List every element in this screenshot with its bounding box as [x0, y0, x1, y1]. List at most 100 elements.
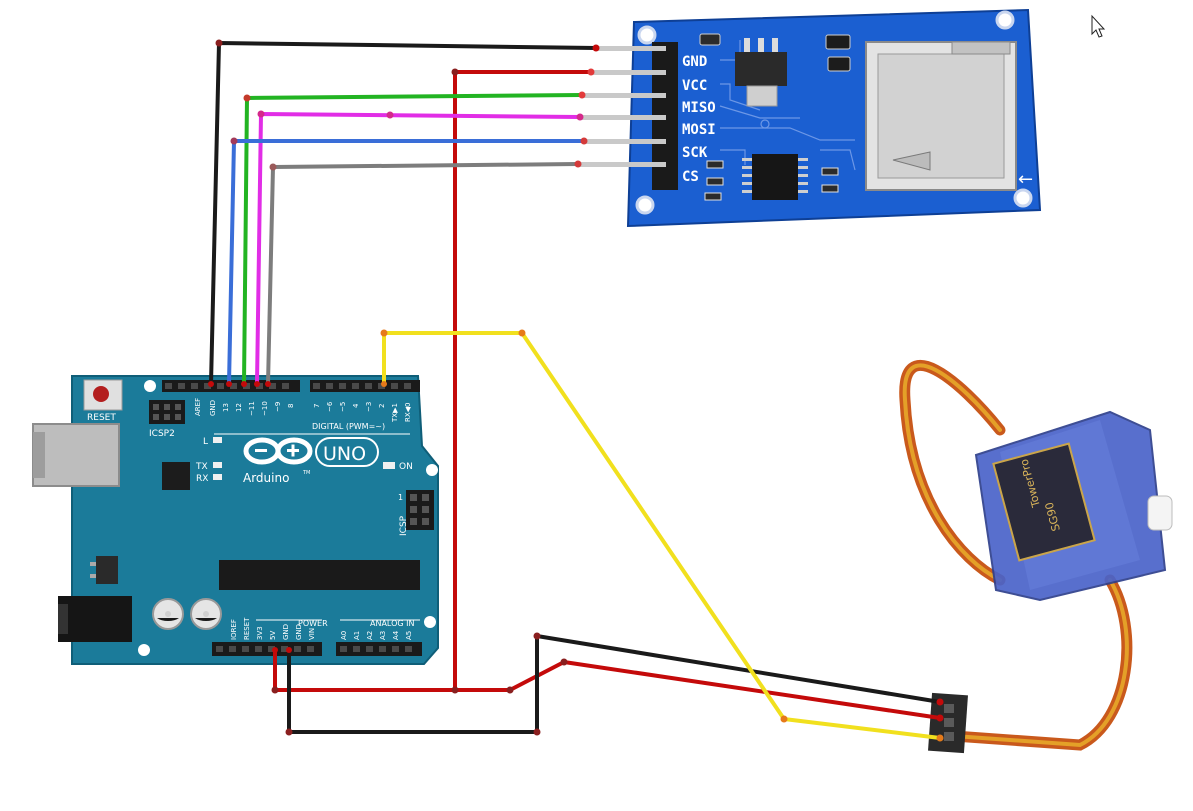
power-label: POWER	[298, 619, 328, 628]
power-header	[212, 642, 322, 656]
wire-cs	[266, 162, 580, 386]
sd-mount-hole	[637, 25, 657, 45]
servo-motor: TowerPro SG90	[899, 360, 1173, 754]
sd-pin-label-vcc: VCC	[682, 78, 707, 94]
sd-resistor	[706, 177, 724, 186]
analog-label: ANALOG IN	[370, 619, 415, 628]
pin-label-a5: A5	[405, 631, 413, 640]
led-l	[213, 437, 222, 443]
arduino-tm: TM	[302, 470, 310, 476]
pin-label-a2: A2	[366, 631, 374, 640]
digital-header-right	[310, 380, 420, 392]
wires	[208, 39, 944, 742]
pin-label-5: ~5	[339, 402, 347, 412]
sd-resistor	[704, 192, 722, 201]
reset-button	[83, 379, 123, 411]
pin-label-12: 12	[235, 403, 243, 412]
led-l-label: L	[203, 437, 208, 447]
wire-miso	[242, 93, 584, 386]
analog-pin-labels: A0 A1 A2 A3 A4 A5	[340, 630, 413, 640]
led-on	[383, 462, 395, 469]
uno-badge	[315, 437, 379, 467]
pin-label-gnd-1: GND	[282, 624, 290, 640]
arduino-mount-hole	[426, 464, 438, 476]
digital-pin-labels: AREF GND 13 12 ~11 ~10 ~9 8 7 ~6 ~5 4 ~3…	[194, 398, 412, 423]
icsp-header	[406, 490, 434, 530]
led-rx	[213, 474, 222, 480]
sd-pin-label-sck: SCK	[682, 145, 708, 161]
sd-header-pins	[578, 46, 666, 167]
icsp2-header	[149, 400, 185, 424]
led-tx	[213, 462, 222, 468]
digital-label: DIGITAL (PWM=~)	[312, 422, 385, 431]
arduino-brand: Arduino	[243, 471, 289, 485]
sd-pin-label-gnd: GND	[682, 54, 707, 70]
sd-capacitor	[827, 56, 851, 72]
pin-label-9: ~9	[274, 402, 282, 412]
pin-label-vin: VIN	[308, 628, 316, 640]
pin-label-tx1: TX▶1	[391, 403, 399, 423]
sd-capacitor	[825, 34, 851, 50]
arduino-logo	[243, 437, 313, 465]
reset-button-cap	[93, 386, 109, 402]
pin-label-3v3: 3V3	[256, 626, 264, 640]
pin-label-aref: AREF	[194, 398, 202, 416]
voltage-regulator	[96, 556, 118, 584]
sd-regulator-tab	[746, 85, 778, 107]
wire-mosi	[255, 112, 582, 386]
arduino-mount-hole	[144, 380, 156, 392]
sd-resistor	[821, 167, 839, 176]
sd-resistor	[821, 184, 839, 193]
sd-arrow-icon: ←	[1018, 169, 1033, 190]
led-on-label: ON	[399, 462, 413, 472]
sd-voltage-regulator	[735, 52, 787, 86]
microcontroller-chip	[219, 560, 420, 590]
pin-label-ioref: IOREF	[230, 619, 238, 640]
sd-capacitor	[699, 33, 721, 46]
power-jack	[58, 596, 132, 642]
power-pin-labels: IOREF RESET 3V3 5V GND GND VIN	[230, 617, 316, 640]
icsp2-label: ICSP2	[149, 429, 175, 439]
pin-label-gnd-2: GND	[295, 624, 303, 640]
sd-card-module: GND VCC MISO MOSI SCK CS	[578, 8, 1042, 228]
pin-label-3: ~3	[365, 402, 373, 412]
icsp-pin1-label: 1	[398, 493, 403, 502]
pin-label-2: 2	[378, 404, 386, 408]
pin-label-gnd: GND	[209, 400, 217, 416]
sd-pin-label-miso: MISO	[682, 100, 716, 116]
arduino-uno-board: RESET ICSP2 AREF GND 13	[32, 375, 439, 665]
usb-chip	[162, 462, 190, 490]
pin-label-7: 7	[313, 404, 321, 408]
led-rx-label: RX	[196, 474, 208, 484]
sd-mount-hole	[635, 195, 655, 215]
arduino-mount-hole	[424, 616, 436, 628]
usb-connector	[32, 423, 120, 487]
sd-level-shifter-chip	[752, 154, 798, 200]
pin-label-rx0: RX◀0	[404, 403, 412, 423]
servo-label-sticker	[992, 442, 1096, 562]
reset-label: RESET	[87, 413, 116, 423]
mouse-cursor-icon	[1091, 14, 1106, 38]
pin-label-8: 8	[287, 404, 295, 408]
sd-mount-hole	[1013, 188, 1033, 208]
wire-endpoints	[208, 39, 944, 742]
pin-label-10: ~10	[261, 401, 269, 416]
pin-label-5v: 5V	[269, 631, 277, 640]
led-tx-label: TX	[195, 462, 208, 472]
sd-pin-label-cs: CS	[682, 169, 699, 185]
pin-label-4: 4	[352, 403, 360, 408]
pin-label-6: ~6	[326, 401, 334, 412]
sd-pin-label-mosi: MOSI	[682, 122, 716, 138]
uno-label: UNO	[323, 443, 366, 465]
sd-resistor	[706, 160, 724, 169]
servo-shaft	[1147, 495, 1173, 531]
capacitor	[190, 598, 222, 630]
pin-label-a0: A0	[340, 631, 348, 640]
analog-header	[336, 642, 422, 656]
pin-label-reset: RESET	[243, 617, 251, 640]
pin-label-a1: A1	[353, 631, 361, 640]
arduino-mount-hole	[138, 644, 150, 656]
icsp-label: ICSP	[399, 515, 409, 536]
pin-label-a3: A3	[379, 631, 387, 640]
